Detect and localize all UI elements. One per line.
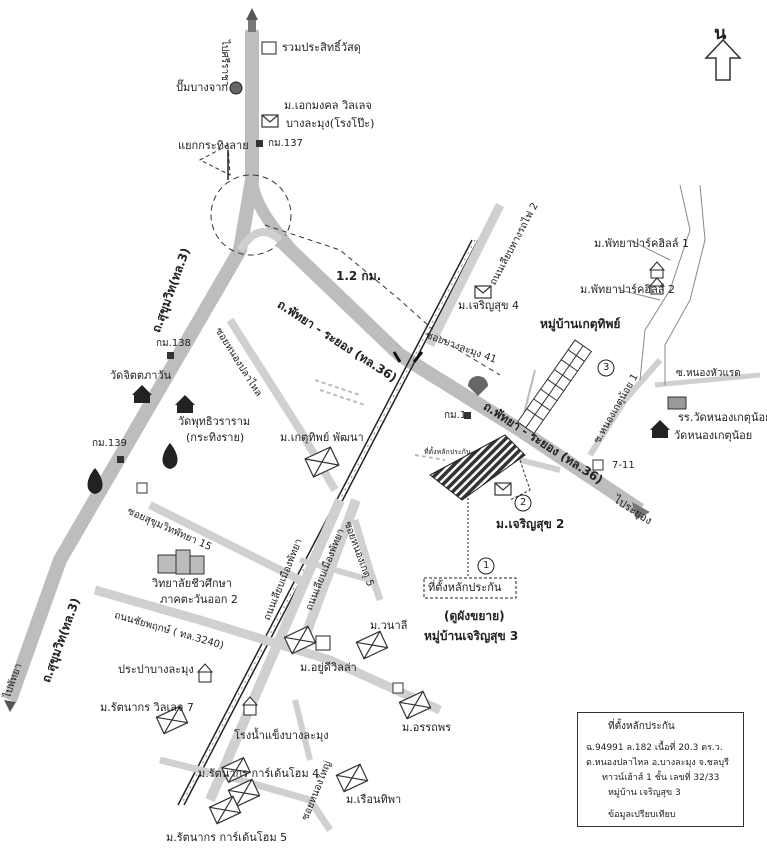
label-rattanakorn-home5: ม.รัตนากร การ์เด้นโฮม 5	[166, 831, 288, 844]
label-charoensuk2: ม.เจริญสุข 2	[496, 517, 565, 531]
label-tiny-site: ที่ตั้งหลักประกัน	[424, 448, 471, 456]
km-markers	[117, 140, 471, 463]
label-orathorn: ม.อรรถพร	[402, 721, 451, 734]
legend-line1: ฉ.94991 ล.182 เนื้อที่ 20.3 ตร.ว.	[586, 743, 723, 753]
label-wat-nong-ket: วัดหนองเกตุน้อย	[674, 429, 753, 442]
label-charoensuk3: หมู่บ้านเจริญสุข 3	[424, 629, 519, 643]
route-dashed	[264, 224, 501, 376]
collateral-site	[429, 434, 526, 501]
road-pattaya-rayong	[275, 234, 644, 516]
label-soi-nong-hua-laet: ซ.หนองหัวแรด	[676, 368, 741, 379]
label-7-11: 7-11	[612, 460, 635, 471]
house-icons	[196, 261, 666, 716]
label-to-si-racha: ไปศรีราชา	[219, 40, 230, 87]
interchange-circle	[210, 174, 292, 256]
label-marker-1: 1	[483, 560, 490, 571]
soi-nong-yai	[159, 756, 333, 832]
label-marker-2: 2	[520, 497, 527, 508]
soi-nong-ket-noi-1	[587, 358, 663, 457]
label-ice-factory: โรงน้ำแข็งบางละมุง	[234, 729, 329, 742]
north-label: น	[714, 23, 727, 44]
label-km1: กม.1	[444, 410, 467, 421]
label-ekmongkol-sub: บางละมุง(โรงโป๊ะ)	[286, 117, 375, 130]
ket-village-block	[516, 339, 593, 435]
soi-15	[148, 501, 302, 584]
label-site-sub: (ดูผังขยาย)	[444, 609, 505, 623]
soi-nong-ket-5	[351, 518, 384, 602]
store-icon	[261, 41, 277, 55]
label-pump-bang-chak: ปั๊มบางจาก	[176, 81, 229, 94]
label-wat-chit: วัดจิตตภาวัน	[110, 369, 172, 382]
label-rattanakorn-village7: ม.รัตนากร วิลเลจ 7	[100, 701, 194, 714]
legend-line2: ต.หนองปลาไหล อ.บางละมุง จ.ชลบุรี	[586, 758, 729, 768]
label-college-2: ภาคตะวันออก 2	[160, 593, 238, 606]
numbered-markers	[477, 359, 615, 575]
label-wat-phut-1: วัดพุทธิวราราม	[178, 415, 251, 428]
store-7-11-icons	[136, 459, 604, 694]
shell-icon	[468, 376, 488, 396]
label-km138: กม.138	[156, 338, 191, 349]
temple-icons	[132, 385, 670, 438]
label-waterworks: ประปาบางละมุง	[118, 663, 194, 676]
college-icon	[157, 549, 205, 575]
label-school: รร.วัดหนองเกตุน้อย	[678, 411, 767, 424]
y-sign-icon	[315, 635, 331, 651]
site-label-box	[423, 577, 517, 599]
label-ruam-prasit: รวมประสิทธิ์วัสดุ	[282, 41, 361, 54]
south-arrow-road	[4, 700, 16, 712]
label-ket-village: หมู่บ้านเกตุทิพย์	[540, 317, 621, 331]
label-krathing-lai: แยกกระทิงลาย	[178, 139, 249, 152]
north-arrow-road	[246, 8, 258, 20]
label-km137: กม.137	[268, 138, 303, 149]
label-marker-3: 3	[603, 362, 610, 373]
pump-icon	[229, 81, 243, 95]
label-rattanakorn-home4: ม.รัตนากร การ์เด้นโฮม 4	[198, 767, 320, 780]
label-ekmongkol: ม.เอกมงคล วิลเลจ	[284, 99, 372, 112]
label-wat-phut-2: (กระทิงราย)	[186, 431, 245, 444]
road-chaiyaphruek	[93, 585, 442, 715]
label-pattaya-park2: ม.พัทยาปาร์คฮิลล์ 2	[580, 283, 675, 296]
school-icon	[667, 396, 687, 410]
flame-icons	[87, 443, 178, 494]
label-distance: 1.2 กม.	[336, 269, 382, 283]
label-ket-pattana: ม.เกตุทิพย์ พัฒนา	[280, 431, 364, 444]
north-indicator: น	[705, 18, 745, 84]
soi-nong-hua-laet	[654, 372, 761, 388]
label-km139: กม.139	[92, 438, 127, 449]
legend-box: ที่ตั้งหลักประกัน ฉ.94991 ล.182 เนื้อที่…	[577, 712, 744, 827]
legend-title: ที่ตั้งหลักประกัน	[608, 721, 675, 732]
label-yuthi-villa: ม.อยู่ดีวิลล่า	[300, 661, 357, 674]
label-charoensuk4: ม.เจริญสุข 4	[458, 299, 519, 312]
legend-line3: ทาวน์เฮ้าส์ 1 ชั้น เลขที่ 32/33	[602, 773, 720, 783]
legend-line5: ข้อมูลเปรียบเทียบ	[608, 810, 676, 820]
label-pattaya-park1: ม.พัทยาปาร์คฮิลล์ 1	[594, 237, 689, 250]
label-site: ที่ตั้งหลักประกัน	[428, 581, 502, 594]
north-arrow-icon	[704, 38, 742, 81]
legend-line4: หมู่บ้าน เจริญสุข 3	[608, 788, 681, 798]
label-college-1: วิทยาลัยชีวศึกษา	[152, 577, 232, 590]
label-ruen-nipha: ม.เรือนทิพา	[346, 793, 402, 806]
village-icons	[155, 114, 512, 825]
label-wanalee: ม.วนาลี	[370, 619, 408, 632]
